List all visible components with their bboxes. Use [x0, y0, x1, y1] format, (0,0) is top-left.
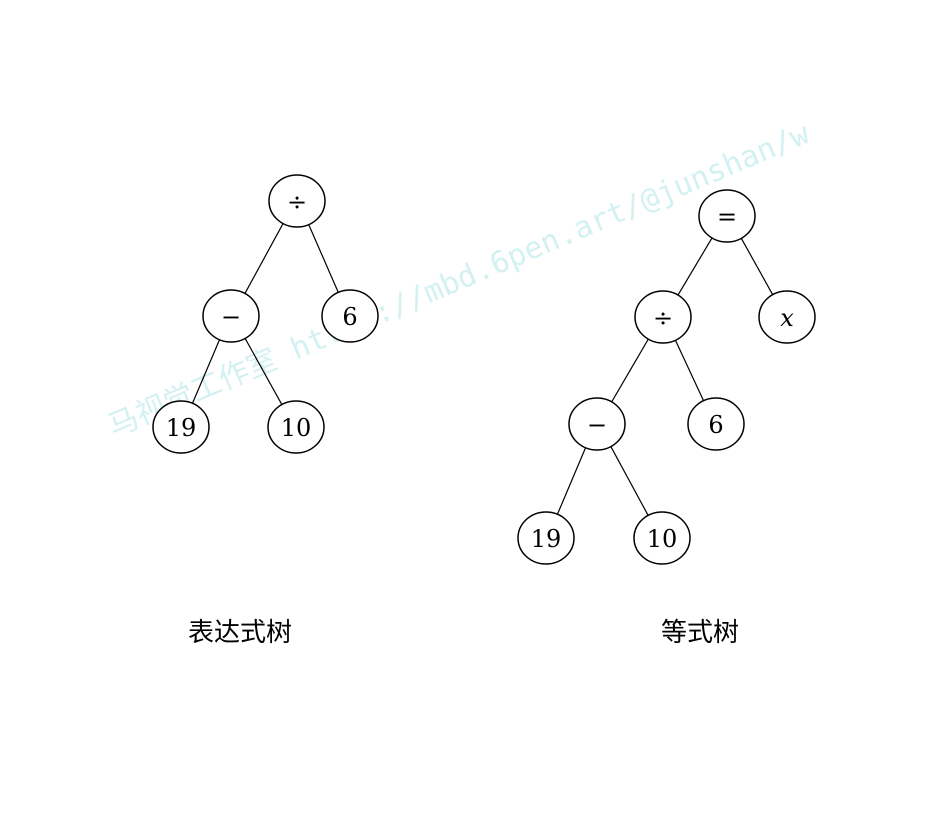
node-circle [633, 511, 691, 565]
node-circle [568, 397, 626, 451]
edge-div-minus [611, 338, 649, 403]
tree-node-ten: 10 [633, 511, 691, 565]
node-label: − [587, 411, 607, 439]
node-circle [698, 189, 756, 243]
node-label: = [717, 203, 737, 231]
tree-node-ten: 10 [267, 400, 325, 454]
edge-div-six [308, 224, 339, 293]
tree-node-div: ÷ [268, 174, 326, 228]
node-circle [758, 290, 816, 344]
equation-tree: = ÷ x − 6 19 10 [517, 189, 816, 565]
edge-minus-ten [610, 446, 649, 516]
edge-eq-x [740, 238, 774, 295]
node-label: 19 [531, 525, 562, 553]
edge-eq-div [677, 237, 713, 296]
edge-div-six [674, 340, 705, 401]
edge-div-minus [244, 223, 284, 294]
tree-node-six: 6 [687, 397, 745, 451]
tree-node-nineteen: 19 [517, 511, 575, 565]
node-circle [321, 289, 379, 343]
node-label: 10 [647, 525, 678, 553]
edge-minus-nineteen [556, 447, 587, 515]
node-label: 19 [166, 414, 197, 442]
node-circle [517, 511, 575, 565]
node-circle [152, 400, 210, 454]
node-label: − [221, 303, 241, 331]
node-circle [634, 290, 692, 344]
edge-minus-nineteen [191, 339, 221, 404]
equation-tree-caption: 等式树 [661, 618, 740, 648]
node-circle [202, 289, 260, 343]
node-circle [687, 397, 745, 451]
node-label: ÷ [653, 304, 673, 332]
tree-node-eq: = [698, 189, 756, 243]
node-label: ÷ [287, 188, 307, 216]
tree-node-six: 6 [321, 289, 379, 343]
node-circle [268, 174, 326, 228]
tree-node-minus: − [202, 289, 260, 343]
node-label: 6 [708, 411, 723, 439]
node-label: 10 [281, 414, 312, 442]
tree-node-minus: − [568, 397, 626, 451]
node-label: 6 [342, 303, 357, 331]
edge-minus-ten [244, 338, 283, 405]
node-label: x [780, 304, 794, 332]
expression-tree: ÷ − 6 19 10 [152, 174, 379, 454]
expression-tree-caption: 表达式树 [188, 618, 293, 648]
tree-node-nineteen: 19 [152, 400, 210, 454]
node-circle [267, 400, 325, 454]
tree-node-div: ÷ [634, 290, 692, 344]
tree-node-x: x [758, 290, 816, 344]
